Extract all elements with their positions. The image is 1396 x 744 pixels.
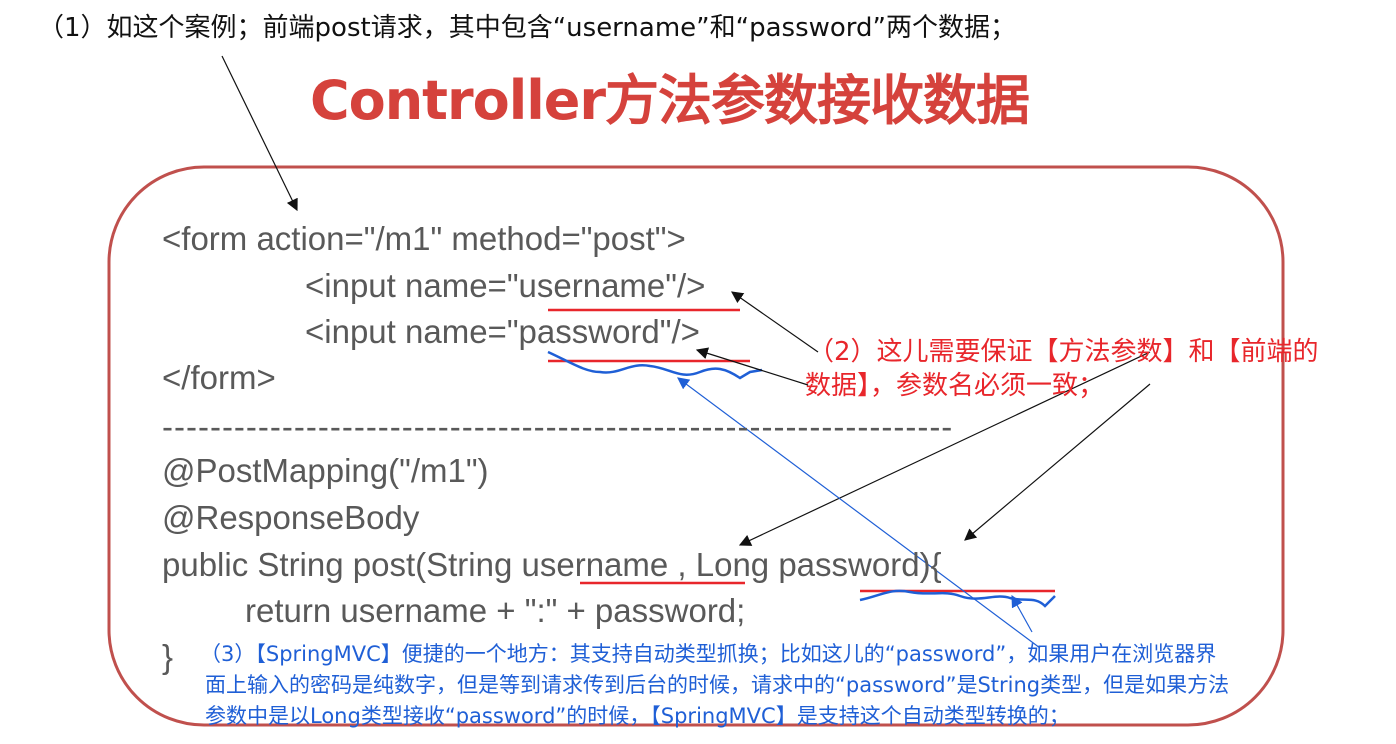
note3-line2: 面上输入的密码是纯数字，但是等到请求传到后台的时候，请求中的“password”… xyxy=(205,673,1230,697)
arrow-intro xyxy=(221,55,298,212)
intro-note: （1）如这个案例；前端post请求，其中包含“username”和“passwo… xyxy=(38,13,1016,43)
code-return: return username + ":" + password; xyxy=(245,592,746,629)
squiggle-password-form xyxy=(547,350,763,380)
code-frame xyxy=(107,165,1285,727)
arrow-note2-username xyxy=(731,291,819,353)
code-close-brace: } xyxy=(162,638,174,675)
code-post-mapping: @PostMapping("/m1") xyxy=(162,452,489,489)
arrow-note3-param xyxy=(1011,594,1033,633)
code-input-username: <input name="username"/> xyxy=(305,267,706,304)
note3-line1: （3）【SpringMVC】便捷的一个地方：其支持自动类型抓换；比如这儿的“pa… xyxy=(200,642,1217,666)
arrow-note2-param-password xyxy=(964,383,1151,541)
squiggle-password-param xyxy=(859,589,1056,608)
note3-line3: 参数中是以Long类型接收“password”的时候，【SpringMVC】是支… xyxy=(205,704,1070,728)
arrow-note2-password xyxy=(695,347,809,386)
arrow-note2-param-username xyxy=(738,351,1151,546)
slide-title: Controller方法参数接收数据 xyxy=(310,69,1030,132)
arrow-note3-form xyxy=(677,377,1041,649)
code-separator: ----------------------------------------… xyxy=(162,408,954,445)
code-method-signature: public String post(String username , Lon… xyxy=(162,546,942,583)
code-input-password: <input name="password"/> xyxy=(305,313,700,350)
code-response-body: @ResponseBody xyxy=(162,499,420,536)
code-form-close: </form> xyxy=(162,359,276,396)
note2-line2: 数据】，参数名必须一致； xyxy=(805,371,1105,401)
note2-line1: （2）这儿需要保证【方法参数】和【前端的 xyxy=(808,337,1319,367)
code-form-open: <form action="/m1" method="post"> xyxy=(162,220,686,257)
